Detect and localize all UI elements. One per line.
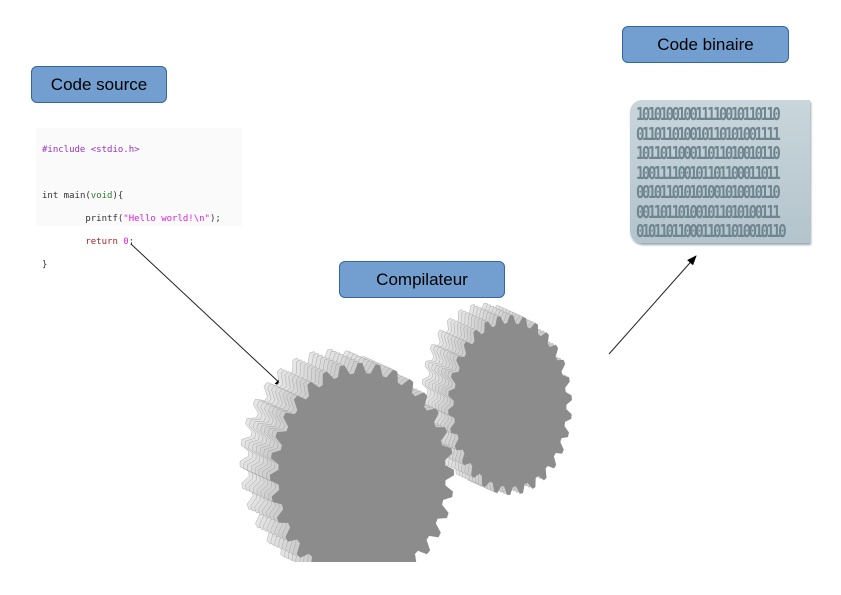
gear-face [270, 363, 454, 562]
code-line-main: int main(void){ [42, 191, 242, 203]
gear-face [448, 315, 572, 495]
code-source-label: Code source [31, 66, 167, 103]
code-include: #include <stdio.h> [42, 144, 140, 155]
arrow-source-to-compiler [130, 243, 285, 388]
code-main: main( [58, 190, 91, 201]
code-binary-label: Code binaire [622, 26, 789, 63]
code-semicolon: ; [128, 236, 135, 247]
code-int: int [42, 190, 59, 201]
binary-line: 100111100101101100011011 [636, 163, 781, 184]
compiler-label: Compilateur [339, 261, 505, 298]
gear-icon [239, 349, 454, 562]
source-code-snippet: #include <stdio.h> int main(void){ print… [36, 128, 242, 270]
code-line-return: return 0; [42, 237, 242, 249]
binary-line: 101101100011011010010110 [636, 143, 781, 164]
binary-code-image: 101010010011110010110110 011011010010110… [630, 100, 810, 243]
arrow-compiler-to-binary [608, 255, 697, 355]
compiler-text: Compilateur [376, 269, 468, 289]
binary-line: 001101101001011010100111 [636, 202, 781, 223]
binary-line: 0101101100011011010010110 [636, 221, 787, 242]
code-string: "Hello world!\n" [123, 213, 210, 224]
binary-line: 011011010010110101001111 [636, 124, 781, 145]
code-line-include: #include <stdio.h> [42, 145, 242, 157]
code-close-brace: } [42, 259, 48, 270]
code-printf-end: ); [209, 213, 221, 224]
binary-line: 101010010011110010110110 [636, 104, 781, 125]
code-void: void [90, 190, 113, 201]
code-line-printf: printf("Hello world!\n"); [42, 214, 242, 226]
code-return-value: 0 [123, 236, 129, 247]
code-printf: printf( [42, 213, 124, 224]
binary-line: 001011010101001010010110 [636, 182, 781, 203]
gear-icon [421, 303, 572, 495]
code-line-close: } [42, 260, 242, 272]
code-return: return [42, 236, 124, 247]
code-open: ){ [112, 190, 124, 201]
code-source-text: Code source [50, 74, 148, 94]
code-binary-text: Code binaire [657, 34, 754, 54]
